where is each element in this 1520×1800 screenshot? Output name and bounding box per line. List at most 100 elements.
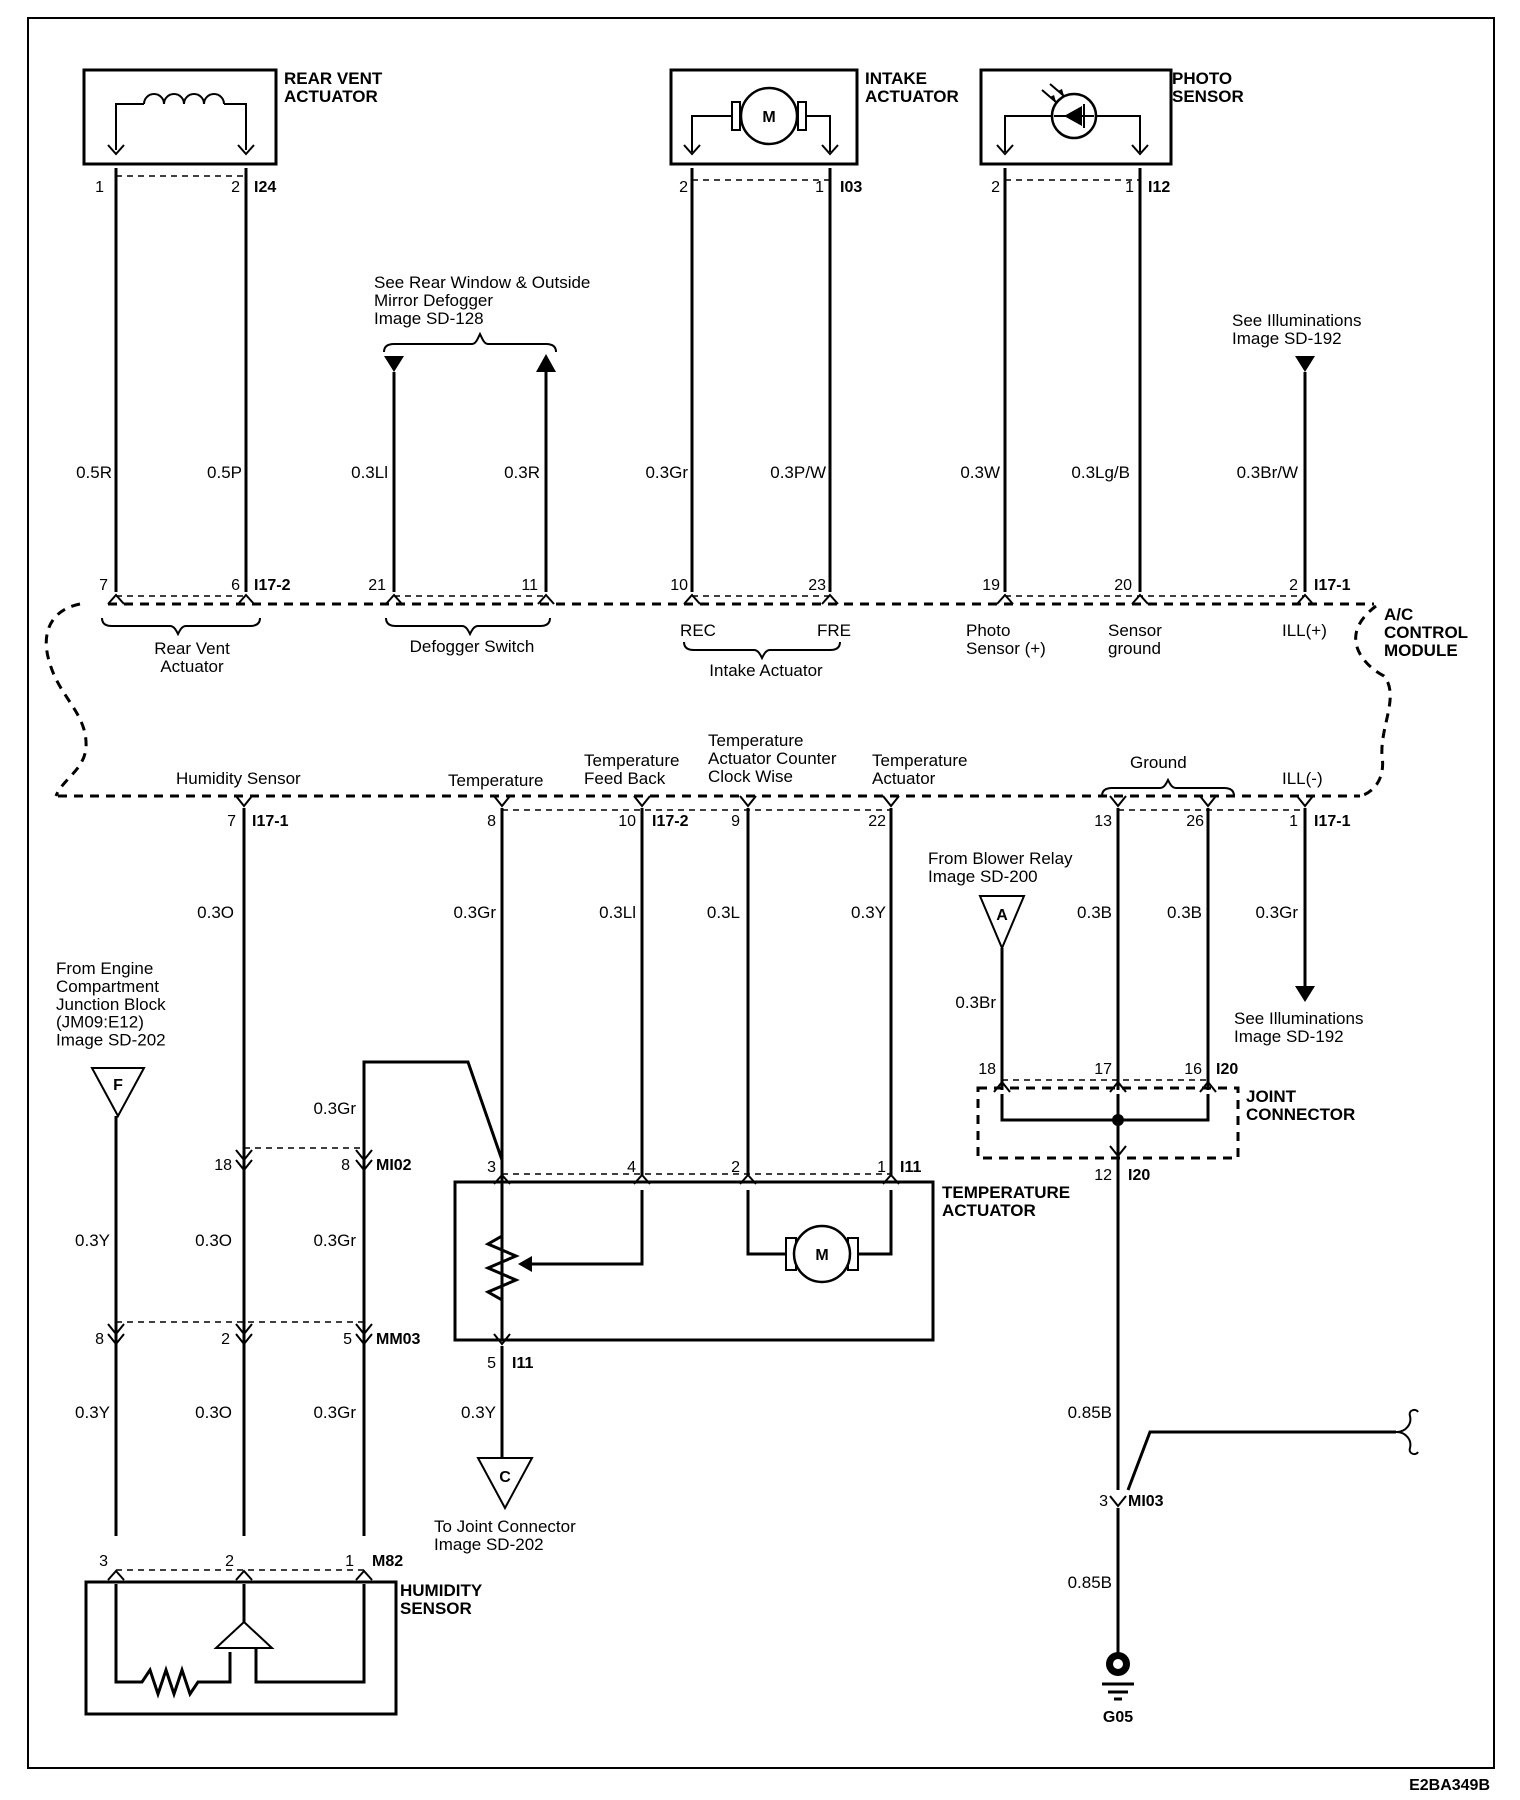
- pin-b-8: 8: [487, 813, 496, 830]
- label-wire-03w: 0.3W: [960, 463, 1000, 482]
- terminal-humidity-sensor: Humidity Sensor: [176, 769, 301, 788]
- label-wire-03gr-temp: 0.3Gr: [453, 903, 496, 922]
- pin-ia-2: 2: [679, 179, 688, 196]
- pin-m-10: 10: [670, 577, 688, 594]
- offpage-c-triangle: C: [476, 1457, 534, 1511]
- label-wire-03gr-low: 0.3Gr: [313, 1403, 356, 1422]
- terminal-ground: Ground: [1130, 753, 1187, 772]
- pin-mm03-5: 5: [343, 1331, 352, 1348]
- connector-m82: M82: [372, 1553, 403, 1570]
- pin-ta-1: 1: [877, 1159, 886, 1176]
- label-wire-03li-defog: 0.3Ll: [351, 463, 388, 482]
- pin-b-9: 9: [731, 813, 740, 830]
- label-wire-03r-defog: 0.3R: [504, 463, 540, 482]
- label-wire-03gr-illum: 0.3Gr: [1255, 903, 1298, 922]
- pin-jc-17: 17: [1094, 1061, 1112, 1078]
- connector-mm03: MM03: [376, 1331, 421, 1348]
- pin-mm03-2: 2: [221, 1331, 230, 1348]
- connector-i17-1-bot-left: I17-1: [252, 813, 289, 830]
- pin-jc-12: 12: [1094, 1167, 1112, 1184]
- connector-mi03: MI03: [1128, 1493, 1164, 1510]
- pin-b-10: 10: [618, 813, 636, 830]
- offpage-a: A: [996, 907, 1008, 924]
- shield-branch: [1126, 1430, 1396, 1491]
- connector-i20-bot: I20: [1128, 1167, 1150, 1184]
- pin-m-11: 11: [521, 577, 538, 594]
- pin-ps-1: 1: [1125, 179, 1134, 196]
- pin-hs-1: 1: [345, 1553, 354, 1570]
- pin-b-1: 1: [1289, 813, 1298, 830]
- temp-actuator-motor-icon: M: [815, 1247, 828, 1264]
- pin-hs-2: 2: [225, 1553, 234, 1570]
- label-wire-085b-a: 0.85B: [1068, 1403, 1112, 1422]
- pin-m-20: 20: [1114, 577, 1132, 594]
- offpage-c: C: [499, 1469, 511, 1486]
- pin-mi02-18: 18: [214, 1157, 232, 1174]
- pin-b-26: 26: [1186, 813, 1204, 830]
- label-wire-03li-feedback: 0.3Ll: [599, 903, 636, 922]
- connector-i17-2-bot: I17-2: [652, 813, 689, 830]
- pin-ta-5: 5: [487, 1355, 496, 1372]
- offpage-f: F: [113, 1077, 123, 1094]
- label-wire-03l-ccw: 0.3L: [707, 903, 740, 922]
- pin-b-13: 13: [1094, 813, 1112, 830]
- pin-rv-2: 2: [231, 179, 240, 196]
- connector-mi02: MI02: [376, 1157, 412, 1174]
- ground-icon: [1102, 1652, 1134, 1701]
- shield-end-icon: [1395, 1408, 1419, 1456]
- label-wire-05p: 0.5P: [207, 463, 242, 482]
- wire-03gr-mi02: [362, 1060, 504, 1202]
- label-wire-03y-low: 0.3Y: [75, 1403, 110, 1422]
- pin-m-23: 23: [808, 577, 826, 594]
- label-wire-03gr-rec: 0.3Gr: [645, 463, 688, 482]
- label-wire-03b-b: 0.3B: [1167, 903, 1202, 922]
- terminal-temperature: Temperature: [448, 771, 543, 790]
- label-wire-03o-humidity: 0.3O: [197, 903, 234, 922]
- label-wire-03lgb: 0.3Lg/B: [1071, 463, 1130, 482]
- ground-g05: G05: [1103, 1709, 1133, 1726]
- label-wire-03y-actuator: 0.3Y: [851, 903, 886, 922]
- page-frame: [27, 17, 1495, 1769]
- label-wire-03pw: 0.3P/W: [770, 463, 826, 482]
- connector-i20-top: I20: [1216, 1061, 1238, 1078]
- connector-i11-bot: I11: [512, 1355, 533, 1372]
- label-wire-03o-mid: 0.3O: [195, 1231, 232, 1250]
- label-wire-03y-mid: 0.3Y: [75, 1231, 110, 1250]
- pin-ta-2: 2: [731, 1159, 740, 1176]
- connector-i17-1-top: I17-1: [1314, 577, 1351, 594]
- terminal-fre: FRE: [817, 621, 851, 640]
- terminal-ill-plus: ILL(+): [1282, 621, 1327, 640]
- label-wire-03o-low: 0.3O: [195, 1403, 232, 1422]
- terminal-rec: REC: [680, 621, 716, 640]
- pin-hs-3: 3: [99, 1553, 108, 1570]
- pin-mi02-8: 8: [341, 1157, 350, 1174]
- label-wire-03gr-mi02: 0.3Gr: [313, 1099, 356, 1118]
- label-wire-03brw: 0.3Br/W: [1237, 463, 1298, 482]
- pin-m-19: 19: [982, 577, 1000, 594]
- connector-i12: I12: [1148, 179, 1170, 196]
- pin-jc-16: 16: [1184, 1061, 1202, 1078]
- terminal-defogger-switch: Defogger Switch: [410, 637, 535, 656]
- connector-i11-top: I11: [900, 1159, 921, 1176]
- pin-b-7: 7: [227, 813, 236, 830]
- connector-i03: I03: [840, 179, 862, 196]
- pin-mi03-3: 3: [1099, 1493, 1108, 1510]
